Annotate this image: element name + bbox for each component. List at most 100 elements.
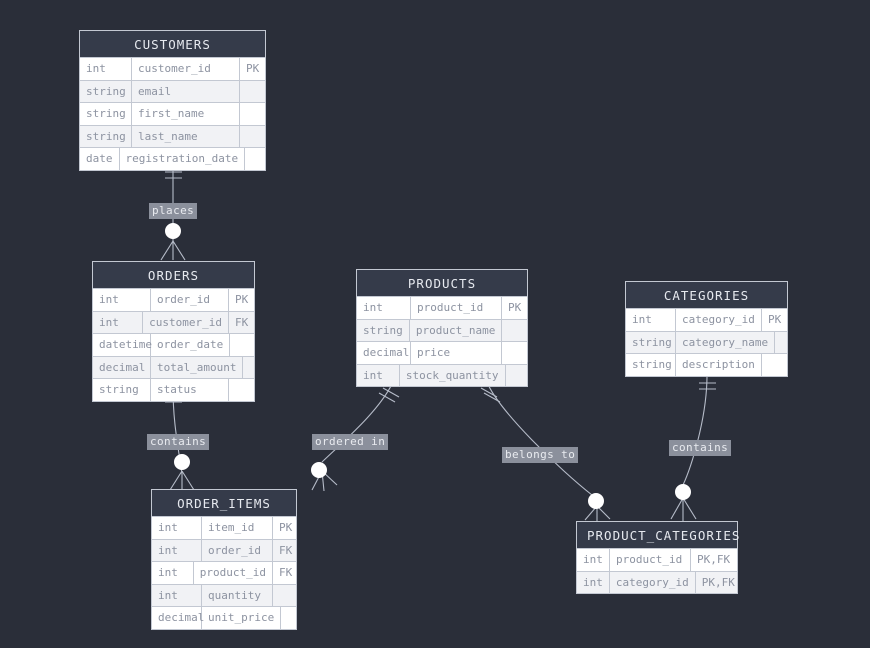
table-row: int quantity	[152, 584, 296, 607]
attr-type: decimal	[93, 356, 151, 378]
table-row: decimal price	[357, 342, 527, 365]
attr-key: FK	[228, 311, 254, 333]
table-row: decimal unit_price	[152, 607, 296, 629]
attr-name: product_name	[415, 323, 496, 337]
attr-key	[229, 334, 254, 356]
entity-title-products: PRODUCTS	[357, 270, 527, 297]
attr-name: category_id	[615, 575, 689, 589]
entity-categories[interactable]: CATEGORIES int category_id PK string cat…	[625, 281, 788, 377]
table-row: datetime order_date	[93, 334, 254, 357]
attr-name: status	[157, 383, 197, 397]
table-row: int order_id PK	[93, 289, 254, 312]
table-row: int product_id PK,FK	[577, 549, 737, 572]
attr-key	[774, 331, 787, 353]
attr-key	[228, 379, 254, 401]
attr-key: PK,FK	[690, 549, 737, 571]
table-row: string last_name	[80, 125, 265, 148]
table-row: string category_name	[626, 331, 787, 354]
attr-name: product_id	[616, 553, 683, 567]
relationship-label-contains-categories: contains	[669, 440, 732, 456]
attr-type: string	[626, 331, 676, 353]
entity-order-items[interactable]: ORDER_ITEMS int item_id PK int order_id …	[151, 489, 297, 630]
attr-type: int	[93, 311, 144, 333]
attr-name: category_name	[682, 335, 769, 349]
table-row: int category_id PK	[626, 309, 787, 332]
attr-type: string	[357, 319, 410, 341]
relationship-label-ordered-in: ordered in	[312, 434, 389, 450]
attr-name: total_amount	[157, 360, 237, 374]
table-row: string first_name	[80, 103, 265, 126]
entity-customers[interactable]: CUSTOMERS int customer_id PK string emai…	[79, 30, 266, 171]
attr-key: PK	[501, 297, 527, 319]
attr-type: string	[626, 354, 676, 376]
entity-orders[interactable]: ORDERS int order_id PK int customer_id F…	[92, 261, 255, 402]
table-row: int product_id PK	[357, 297, 527, 320]
attr-name: order_id	[208, 543, 261, 557]
attr-type: int	[152, 584, 202, 606]
table-row: int item_id PK	[152, 517, 296, 540]
attr-name: email	[138, 84, 172, 98]
attr-name: stock_quantity	[405, 368, 499, 382]
attr-key: PK	[239, 58, 265, 80]
attr-key	[239, 103, 265, 125]
attr-key	[501, 319, 527, 341]
attr-type: int	[152, 539, 202, 561]
attr-key: PK,FK	[694, 571, 741, 593]
attr-key	[761, 354, 787, 376]
attr-name: price	[417, 346, 451, 360]
attr-type: string	[93, 379, 151, 401]
table-row: date registration_date	[80, 148, 265, 170]
attr-name: registration_date	[125, 152, 239, 166]
table-row: string product_name	[357, 319, 527, 342]
attr-type: string	[80, 103, 132, 125]
attr-key: PK	[761, 309, 787, 331]
table-row: int customer_id PK	[80, 58, 265, 81]
attr-type: int	[80, 58, 132, 80]
table-row: int stock_quantity	[357, 364, 527, 386]
attr-key	[244, 148, 265, 170]
attr-type: int	[152, 562, 194, 584]
table-row: decimal total_amount	[93, 356, 255, 379]
attr-type: int	[626, 309, 676, 331]
table-row: int customer_id FK	[93, 311, 254, 334]
table-row: string status	[93, 379, 254, 401]
attr-name: customer_id	[138, 62, 211, 76]
attr-key: PK	[228, 289, 254, 311]
attr-type: int	[357, 364, 400, 386]
attr-name: order_id	[157, 293, 210, 307]
attr-type: int	[577, 571, 610, 593]
entity-product-categories[interactable]: PRODUCT_CATEGORIES int product_id PK,FK …	[576, 521, 739, 594]
entity-title-order-items: ORDER_ITEMS	[152, 490, 296, 517]
attr-type: int	[152, 517, 202, 539]
attr-key: FK	[272, 562, 296, 584]
attr-key: PK	[272, 517, 296, 539]
attr-type: datetime	[93, 334, 152, 356]
entity-title-customers: CUSTOMERS	[80, 31, 265, 58]
entity-title-product-categories: PRODUCT_CATEGORIES	[577, 522, 739, 549]
relationship-label-contains-orders: contains	[147, 434, 210, 450]
attr-name: order_date	[157, 338, 224, 352]
attr-type: int	[357, 297, 411, 319]
attr-name: description	[682, 358, 755, 372]
attr-type: string	[80, 80, 132, 102]
attr-name: unit_price	[208, 611, 275, 625]
attr-key	[272, 584, 296, 606]
attr-name: customer_id	[149, 315, 222, 329]
table-row: string description	[626, 354, 787, 376]
attr-type: date	[80, 148, 120, 170]
entity-title-categories: CATEGORIES	[626, 282, 787, 309]
attr-name: item_id	[208, 521, 255, 535]
attr-key	[239, 80, 265, 102]
attr-type: string	[80, 125, 132, 147]
attr-key	[239, 125, 265, 147]
attr-key	[242, 356, 255, 378]
table-row: int product_id FK	[152, 562, 296, 585]
table-row: int category_id PK,FK	[577, 571, 737, 593]
attr-type: int	[93, 289, 151, 311]
table-row: string email	[80, 80, 265, 103]
attr-key	[280, 607, 296, 629]
entity-products[interactable]: PRODUCTS int product_id PK string produc…	[356, 269, 528, 387]
attr-name: first_name	[138, 107, 205, 121]
attr-name: product_id	[417, 301, 484, 315]
